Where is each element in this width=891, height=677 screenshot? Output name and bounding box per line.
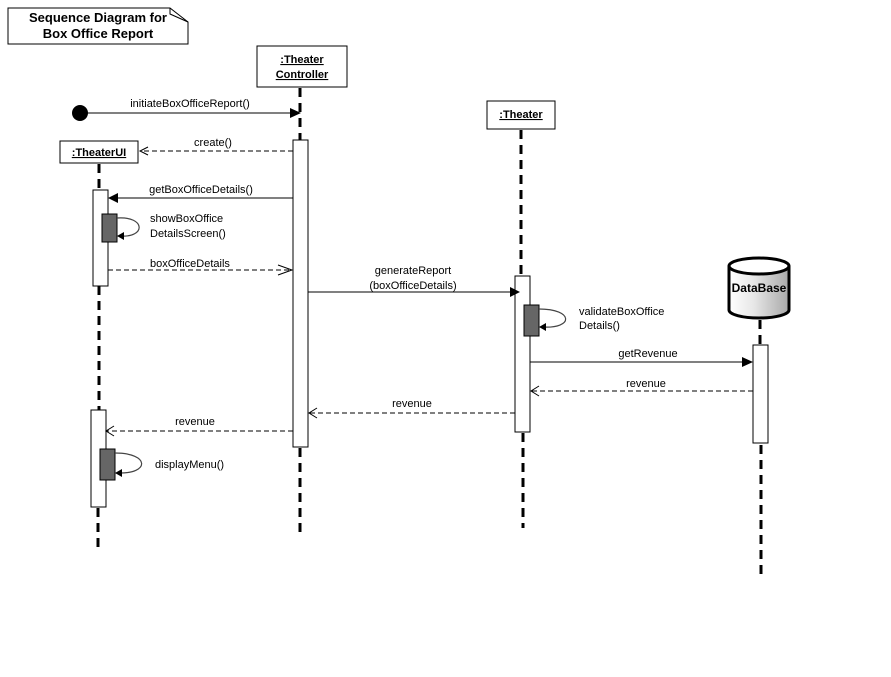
arrowhead-icon (115, 469, 122, 477)
message-initiate-box-office-report[interactable]: initiateBoxOfficeReport() (72, 98, 301, 121)
theater-activation (514, 275, 531, 433)
message-label: boxOfficeDetails (150, 258, 230, 270)
message-get-box-office-details[interactable]: getBoxOfficeDetails() (108, 184, 293, 203)
message-label: create() (194, 137, 232, 149)
open-arrowhead-icon (105, 425, 115, 437)
message-validate-box-office-details[interactable]: validateBoxOffice Details() (538, 306, 664, 332)
controller-label-2: Controller (276, 69, 329, 81)
message-label: getRevenue (618, 348, 677, 360)
message-show-box-office-details-screen[interactable]: showBoxOffice DetailsScreen() (116, 213, 226, 240)
database-label: DataBase (732, 281, 787, 295)
message-label: revenue (175, 416, 215, 428)
diagram-title-note: Sequence Diagram for Box Office Report (7, 7, 189, 45)
message-label: displayMenu() (155, 459, 224, 471)
title-line-2: Box Office Report (43, 26, 154, 41)
message-label: revenue (626, 378, 666, 390)
self-activation-validate (523, 304, 540, 337)
open-arrowhead-icon (530, 385, 540, 397)
message-get-revenue[interactable]: getRevenue (530, 348, 753, 367)
theater-label: :Theater (499, 109, 543, 121)
arrowhead-icon (117, 232, 124, 240)
message-box-office-details-return[interactable]: boxOfficeDetails (108, 258, 294, 276)
open-arrowhead-icon (277, 264, 294, 276)
controller-label-1: :Theater (280, 54, 324, 66)
lifeline-head-theaterui[interactable]: :TheaterUI (59, 140, 139, 164)
title-line-1: Sequence Diagram for (29, 10, 167, 25)
arrowhead-icon (290, 108, 301, 118)
arrowhead-icon (742, 357, 753, 367)
message-display-menu[interactable]: displayMenu() (114, 452, 224, 477)
arrowhead-icon (510, 287, 520, 297)
message-label: initiateBoxOfficeReport() (130, 98, 250, 110)
message-create[interactable]: create() (138, 137, 293, 156)
message-revenue-to-ui[interactable]: revenue (105, 416, 293, 437)
message-label: revenue (392, 398, 432, 410)
arrowhead-icon (108, 193, 118, 203)
message-generate-report[interactable]: generateReport (boxOfficeDetails) (308, 265, 520, 297)
message-label: getBoxOfficeDetails() (149, 184, 253, 196)
message-revenue-from-database[interactable]: revenue (530, 378, 753, 397)
message-label-1: generateReport (375, 265, 451, 277)
self-activation-displaymenu (99, 448, 116, 481)
lifeline-head-database[interactable]: DataBase (727, 256, 791, 320)
message-revenue-from-theater[interactable]: revenue (308, 398, 515, 419)
message-label-2: DetailsScreen() (150, 228, 226, 240)
message-label-2: (boxOfficeDetails) (369, 280, 456, 292)
theaterui-label: :TheaterUI (72, 147, 126, 159)
lifeline-head-theater-controller[interactable]: :Theater Controller (256, 45, 348, 88)
message-label-1: showBoxOffice (150, 213, 223, 225)
open-arrowhead-icon (308, 407, 318, 419)
database-activation (752, 344, 769, 444)
open-arrowhead-icon (138, 146, 149, 156)
arrowhead-icon (539, 323, 546, 331)
lifeline-head-theater[interactable]: :Theater (486, 100, 556, 130)
controller-activation (292, 139, 309, 448)
message-label-1: validateBoxOffice (579, 306, 664, 318)
message-label-2: Details() (579, 320, 620, 332)
self-activation-showdetails (101, 213, 118, 243)
